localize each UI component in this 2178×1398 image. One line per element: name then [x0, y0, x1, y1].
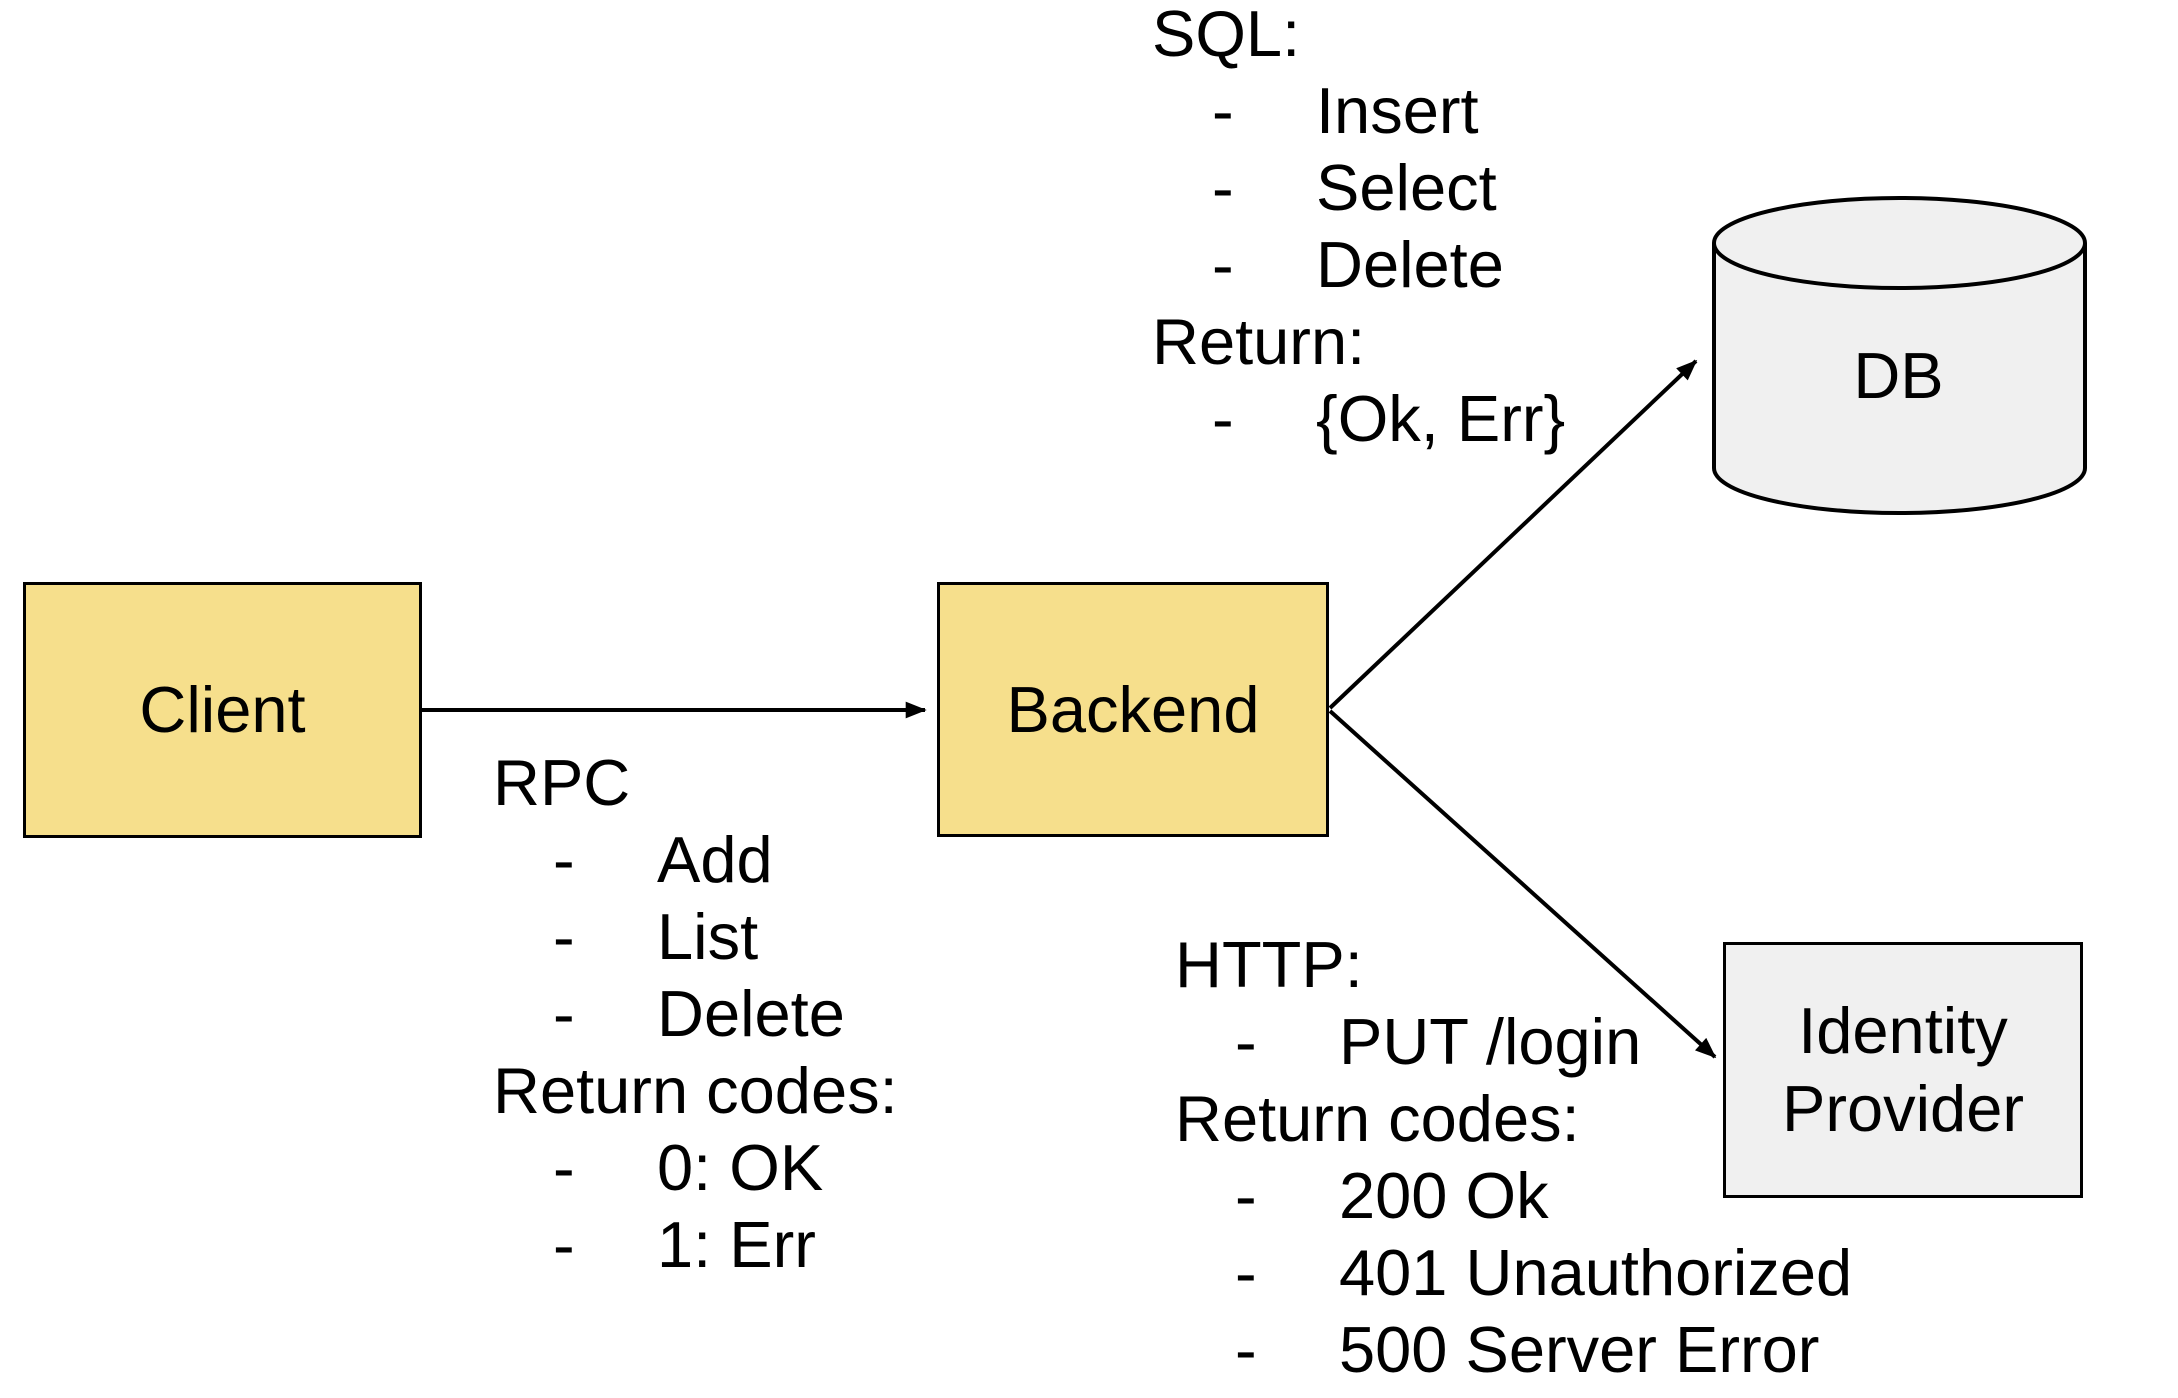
backend-node-label: Backend [1006, 672, 1260, 746]
bullet-dash: - [1212, 151, 1234, 224]
annotation-text: 401 Unauthorized [1339, 1236, 1853, 1309]
bullet-dash: - [1235, 1313, 1257, 1386]
bullet-dash: - [553, 823, 575, 896]
client-node-label: Client [139, 673, 306, 746]
db-cylinder-body [1712, 243, 2087, 515]
backend-db-arrow [1328, 359, 1698, 710]
annotation-text: Return: [1152, 305, 1366, 378]
annotation-text: Delete [657, 977, 845, 1050]
backend-node: Backend [937, 582, 1329, 837]
annotation-text: RPC [493, 746, 631, 819]
bullet-dash: - [1235, 1236, 1257, 1309]
bullet-dash: - [1212, 228, 1234, 301]
db-cylinder-top [1712, 196, 2087, 290]
annotation-text: SQL: [1152, 0, 1301, 70]
bullet-dash: - [553, 900, 575, 973]
db-cylinder [1712, 196, 2087, 515]
annotation-text: Add [657, 823, 773, 896]
backend-idp-arrow [1328, 709, 1717, 1059]
db-node-label: DB [1853, 339, 1944, 412]
identity-provider-label-line1: Identity [1798, 994, 2008, 1067]
annotation-text: Delete [1316, 228, 1504, 301]
annotation-text: Insert [1316, 74, 1479, 147]
bullet-dash: - [1235, 1005, 1257, 1078]
annotation-text: 1: Err [657, 1208, 816, 1281]
bullet-dash: - [1212, 74, 1234, 147]
annotation-text: 0: OK [657, 1131, 824, 1204]
client-node: Client [23, 582, 422, 838]
annotation-text: {Ok, Err} [1316, 382, 1566, 455]
bullet-dash: - [1212, 382, 1234, 455]
annotation-text: HTTP: [1175, 928, 1363, 1001]
annotation-text: Select [1316, 151, 1497, 224]
annotation-text: Return codes: [493, 1054, 898, 1127]
annotation-text: List [657, 900, 759, 973]
bullet-dash: - [553, 977, 575, 1050]
annotation-text: Return codes: [1175, 1082, 1580, 1155]
identity-provider-node: Identity Provider [1723, 942, 2083, 1198]
identity-provider-label-line2: Provider [1781, 1072, 2025, 1145]
annotation-text: 200 Ok [1339, 1159, 1549, 1232]
annotation-text: PUT /login [1339, 1005, 1642, 1078]
bullet-dash: - [553, 1208, 575, 1281]
bullet-dash: - [1235, 1159, 1257, 1232]
bullet-dash: - [553, 1131, 575, 1204]
annotation-text: 500 Server Error [1339, 1313, 1820, 1386]
